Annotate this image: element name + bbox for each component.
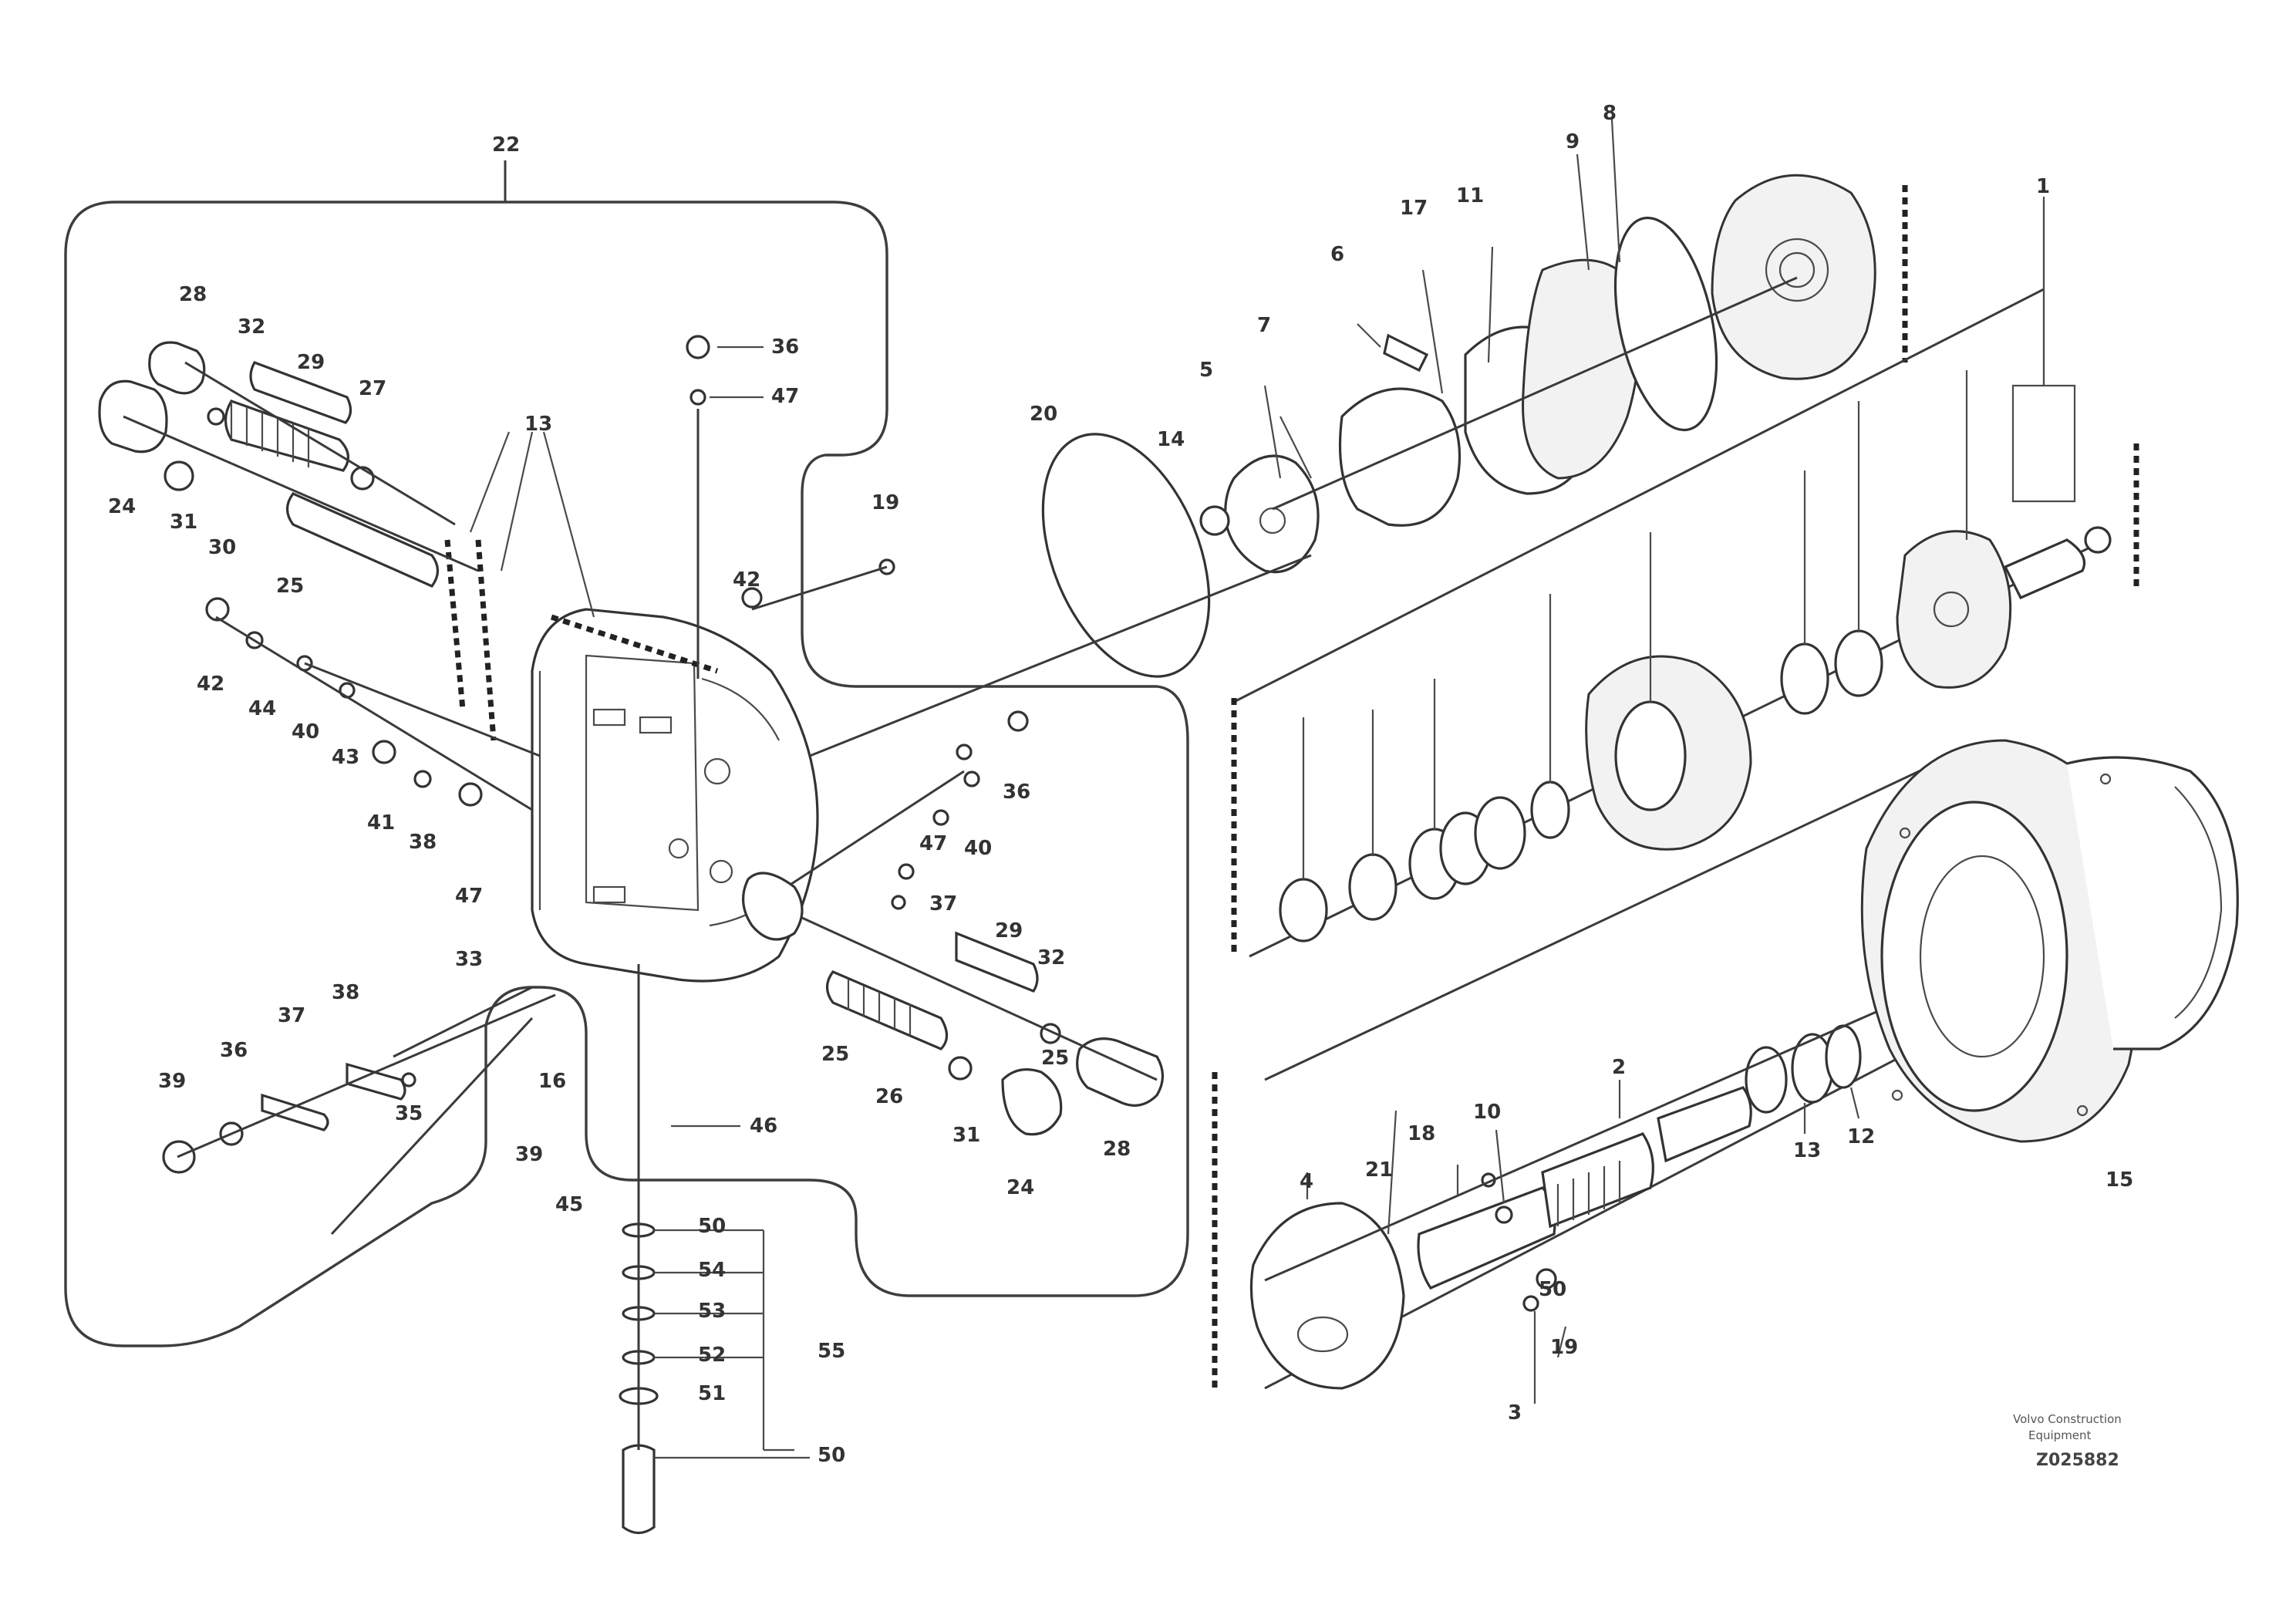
label-53: 53	[698, 1300, 726, 1323]
label-15: 15	[2106, 1168, 2133, 1192]
label-6: 6	[1330, 243, 1344, 266]
label-1: 1	[2036, 175, 2050, 198]
label-50: 50	[1539, 1278, 1566, 1301]
lower-left-spool-group	[162, 1062, 416, 1174]
label-32: 32	[238, 315, 265, 339]
label-3: 3	[1508, 1401, 1522, 1425]
drawing-code: Z025882	[2036, 1451, 2119, 1470]
label-29: 29	[995, 919, 1023, 943]
label-47: 47	[919, 832, 947, 855]
label-51: 51	[698, 1382, 726, 1405]
upper-motor-group	[1199, 174, 1876, 574]
large-oring-20	[1041, 433, 1211, 678]
label-18: 18	[1408, 1122, 1435, 1145]
label-45: 45	[555, 1193, 583, 1216]
label-11: 11	[1456, 184, 1484, 207]
label-43: 43	[332, 746, 359, 769]
label-42: 42	[197, 673, 224, 696]
label-16: 16	[538, 1070, 566, 1093]
label-25: 25	[276, 575, 304, 598]
label-26: 26	[875, 1085, 903, 1108]
leader-lines	[469, 119, 2045, 1404]
label-28: 28	[1103, 1138, 1131, 1161]
label-41: 41	[367, 811, 395, 835]
label-47: 47	[771, 385, 799, 408]
label-50: 50	[698, 1215, 726, 1238]
label-14: 14	[1157, 428, 1185, 451]
label-8: 8	[1603, 102, 1617, 125]
bottom-shaft-group	[1249, 1024, 1862, 1390]
label-42: 42	[733, 568, 760, 592]
label-31: 31	[952, 1124, 980, 1147]
left-small-parts	[205, 597, 483, 807]
reference-block: Volvo Construction Equipment Z025882	[2013, 1412, 2122, 1470]
lower-right-spool-group	[741, 872, 1165, 1136]
final-drive-hub	[1860, 739, 2239, 1143]
label-47: 47	[455, 885, 483, 908]
label-55: 55	[818, 1340, 845, 1363]
label-27: 27	[359, 377, 386, 400]
reference-line-2: Equipment	[2028, 1428, 2092, 1442]
label-19: 19	[1550, 1336, 1578, 1359]
middle-motor-group	[1279, 526, 2112, 943]
label-13: 13	[1793, 1139, 1821, 1162]
label-13: 13	[524, 413, 552, 436]
label-10: 10	[1473, 1101, 1501, 1124]
label-24: 24	[1006, 1176, 1034, 1199]
label-46: 46	[750, 1114, 777, 1138]
label-39: 39	[515, 1143, 543, 1166]
label-28: 28	[179, 283, 207, 306]
valve-dashed-edge	[550, 614, 719, 674]
label-37: 37	[278, 1004, 305, 1027]
label-21: 21	[1365, 1158, 1393, 1182]
label-32: 32	[1037, 946, 1065, 969]
label-9: 9	[1566, 130, 1580, 153]
label-36: 36	[220, 1039, 248, 1062]
label-52: 52	[698, 1344, 726, 1367]
label-17: 17	[1400, 197, 1428, 220]
upper-spool-group	[98, 341, 440, 588]
label-38: 38	[409, 831, 437, 854]
label-35: 35	[395, 1102, 423, 1125]
label-44: 44	[248, 697, 276, 720]
label-25: 25	[1041, 1047, 1069, 1070]
reference-line-1: Volvo Construction	[2013, 1412, 2122, 1426]
label-50: 50	[818, 1444, 845, 1467]
label-39: 39	[158, 1070, 186, 1093]
label-19: 19	[872, 491, 899, 514]
label-24: 24	[108, 495, 136, 518]
label-40: 40	[292, 720, 319, 744]
label-54: 54	[698, 1259, 726, 1282]
label-20: 20	[1030, 403, 1057, 426]
label-2: 2	[1612, 1056, 1626, 1079]
part-labels: 22 28 32 29 27 24 31 30 25 13 36 47 42 4…	[108, 102, 2133, 1467]
label-33: 33	[455, 948, 483, 971]
label-36: 36	[1003, 781, 1030, 804]
label-22: 22	[492, 133, 520, 157]
label-4: 4	[1300, 1170, 1313, 1193]
label-40: 40	[964, 837, 992, 860]
assembly-22-outline	[64, 201, 1189, 1347]
label-29: 29	[297, 351, 325, 374]
label-25: 25	[821, 1043, 849, 1066]
label-7: 7	[1257, 314, 1271, 337]
label-37: 37	[929, 892, 957, 916]
label-36: 36	[771, 336, 799, 359]
right-valve-small-parts	[686, 335, 1029, 910]
label-30: 30	[208, 536, 236, 559]
label-31: 31	[170, 511, 197, 534]
label-38: 38	[332, 981, 359, 1004]
label-12: 12	[1847, 1125, 1875, 1148]
label-5: 5	[1199, 359, 1213, 382]
